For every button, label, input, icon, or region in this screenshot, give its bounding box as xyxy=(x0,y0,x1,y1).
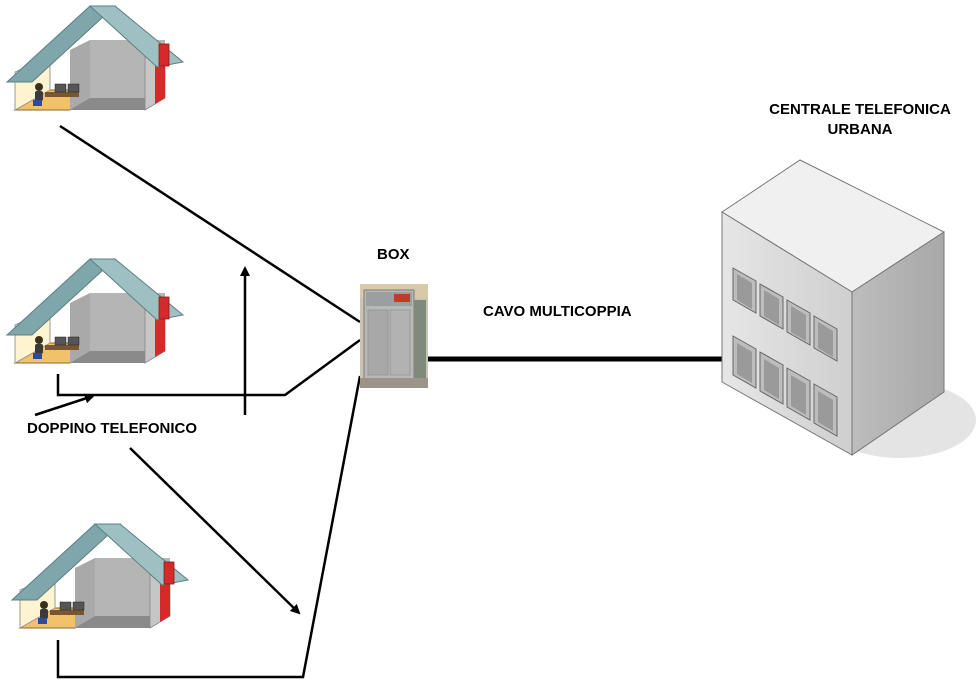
house-icon-top xyxy=(6,5,184,111)
cable-label: CAVO MULTICOPPIA xyxy=(483,303,632,320)
box-label: BOX xyxy=(377,246,410,263)
exchange-label: CENTRALE TELEFONICA URBANA xyxy=(740,101,979,138)
house-icon-middle xyxy=(6,258,184,364)
office-building-icon xyxy=(721,159,976,458)
exchange-label-line2: URBANA xyxy=(827,121,893,138)
twisted-pair-label: DOPPINO TELEFONICO xyxy=(27,420,198,437)
exchange-label-line1: CENTRALE TELEFONICA xyxy=(769,101,951,118)
house-icon-bottom xyxy=(11,523,189,629)
twisted-pair-wires xyxy=(56,124,362,679)
label-arrows xyxy=(34,266,301,615)
street-cabinet-icon xyxy=(360,284,428,388)
